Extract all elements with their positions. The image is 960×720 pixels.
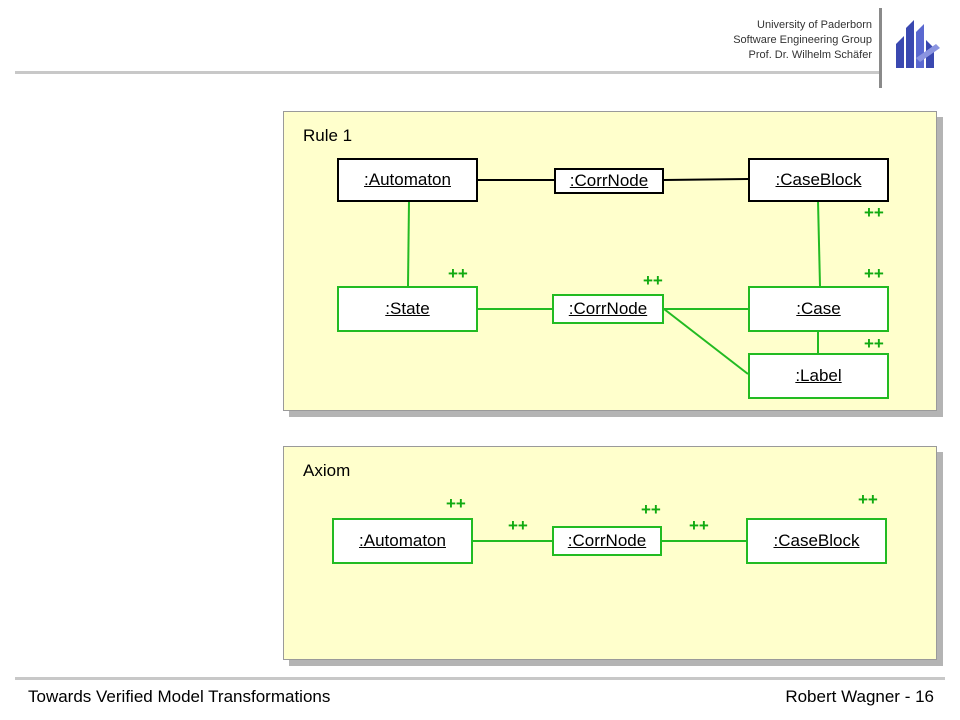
axiom-automaton-node[interactable]: :Automaton — [332, 518, 473, 564]
create-marker: ++ — [689, 516, 709, 535]
link-corrnode-label — [663, 308, 749, 375]
axiom-title: Axiom — [303, 461, 351, 480]
axiom-corrnode-node[interactable]: :CorrNode — [552, 526, 662, 556]
professor-name: Prof. Dr. Wilhelm Schäfer — [748, 49, 872, 61]
axiom-caseblock-node[interactable]: :CaseBlock — [746, 518, 887, 564]
create-marker: ++ — [446, 494, 466, 513]
footer-title: Towards Verified Model Transformations — [28, 687, 331, 706]
rule1-corrnode-mid-node[interactable]: :CorrNode — [552, 294, 664, 324]
rule1-label-node[interactable]: :Label — [748, 353, 889, 399]
group-name: Software Engineering Group — [733, 34, 872, 46]
create-marker: ++ — [864, 264, 884, 283]
create-marker: ++ — [858, 490, 878, 509]
create-marker: ++ — [864, 203, 884, 222]
rule1-state-node[interactable]: :State — [337, 286, 478, 332]
university-name: University of Paderborn — [757, 19, 872, 31]
link-corrnode-caseblock — [663, 178, 749, 181]
footer-author-page: Robert Wagner - 16 — [785, 687, 934, 706]
create-marker: ++ — [864, 334, 884, 353]
create-marker: ++ — [448, 264, 468, 283]
header-text: University of Paderborn Software Enginee… — [733, 18, 872, 63]
footer-divider — [15, 677, 945, 680]
rule1-corrnode-top-node[interactable]: :CorrNode — [554, 168, 664, 194]
header-divider — [15, 71, 881, 74]
rule1-title: Rule 1 — [303, 126, 353, 145]
create-marker: ++ — [643, 271, 663, 290]
create-marker: ++ — [508, 516, 528, 535]
header-vertical-divider — [879, 8, 882, 88]
rule1-case-node[interactable]: :Case — [748, 286, 889, 332]
university-logo-icon — [896, 20, 940, 68]
link-automaton-state — [407, 200, 410, 287]
rule1-caseblock-node[interactable]: :CaseBlock — [748, 158, 889, 202]
rule1-automaton-node[interactable]: :Automaton — [337, 158, 478, 202]
create-marker: ++ — [641, 500, 661, 519]
link-caseblock-case — [817, 200, 821, 287]
